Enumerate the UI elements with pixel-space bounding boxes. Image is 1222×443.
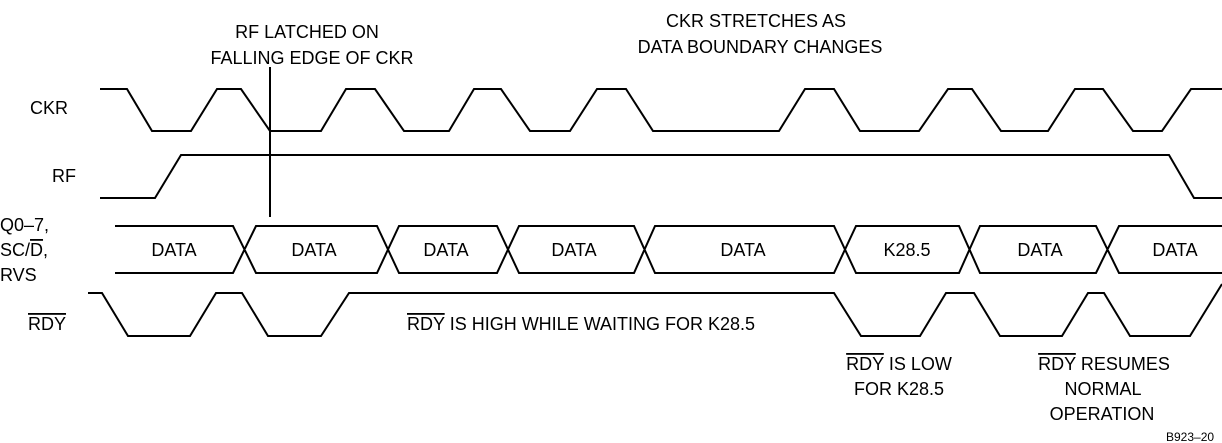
signal-label-ckr: CKR bbox=[30, 98, 68, 118]
rf-latched-annotation-line1: RF LATCHED ON bbox=[235, 22, 379, 42]
bus-cell: DATA bbox=[1152, 240, 1197, 260]
rdy-resumes-annotation-line2: NORMAL bbox=[1064, 379, 1141, 399]
bus-cell: DATA bbox=[291, 240, 336, 260]
ckr-stretch-annotation-line2: DATA BOUNDARY CHANGES bbox=[638, 37, 883, 57]
rdy-high-annotation-prefix: RDY bbox=[407, 314, 445, 334]
rdy-resumes-annotation-line3: OPERATION bbox=[1050, 404, 1155, 424]
ckr-waveform bbox=[100, 88, 1222, 132]
rdy-low-annotation-suffix: IS LOW bbox=[884, 354, 952, 374]
bus-cell: DATA bbox=[551, 240, 596, 260]
rdy-high-annotation-suffix: IS HIGH WHILE WAITING FOR K28.5 bbox=[445, 314, 755, 334]
rdy-resumes-annotation-prefix: RDY bbox=[1038, 354, 1076, 374]
rdy-low-annotation-line1: RDY IS LOW bbox=[846, 354, 952, 374]
rf-latched-annotation-line2: FALLING EDGE OF CKR bbox=[210, 48, 413, 68]
signal-label-rdy: RDY bbox=[28, 314, 66, 334]
rdy-low-annotation-line2: FOR K28.5 bbox=[854, 379, 944, 399]
signal-label-bus-line2: SC/D, bbox=[0, 240, 48, 260]
figure-id: B923–20 bbox=[1166, 430, 1214, 443]
bus-line2-suffix: , bbox=[43, 240, 48, 260]
rdy-high-annotation: RDY IS HIGH WHILE WAITING FOR K28.5 bbox=[407, 314, 755, 334]
signal-label-bus-line1: Q0–7, bbox=[0, 215, 49, 235]
data-bus-waveform bbox=[115, 225, 1222, 274]
rdy-waveform bbox=[88, 283, 1222, 337]
rdy-resumes-annotation-suffix: RESUMES bbox=[1076, 354, 1170, 374]
signal-label-bus-line3: RVS bbox=[0, 265, 37, 285]
ckr-stretch-annotation-line1: CKR STRETCHES AS bbox=[666, 11, 846, 31]
rdy-low-annotation-prefix: RDY bbox=[846, 354, 884, 374]
bus-cell: DATA bbox=[1017, 240, 1062, 260]
rf-waveform bbox=[100, 154, 1222, 199]
bus-cell: DATA bbox=[151, 240, 196, 260]
rdy-resumes-annotation-line1: RDY RESUMES bbox=[1038, 354, 1170, 374]
bus-cell: K28.5 bbox=[883, 240, 930, 260]
bus-cell: DATA bbox=[720, 240, 765, 260]
bus-line2-prefix: SC/ bbox=[0, 240, 30, 260]
signal-label-rf: RF bbox=[52, 166, 76, 186]
bus-cell: DATA bbox=[423, 240, 468, 260]
bus-line2-overlined: D bbox=[30, 240, 43, 260]
